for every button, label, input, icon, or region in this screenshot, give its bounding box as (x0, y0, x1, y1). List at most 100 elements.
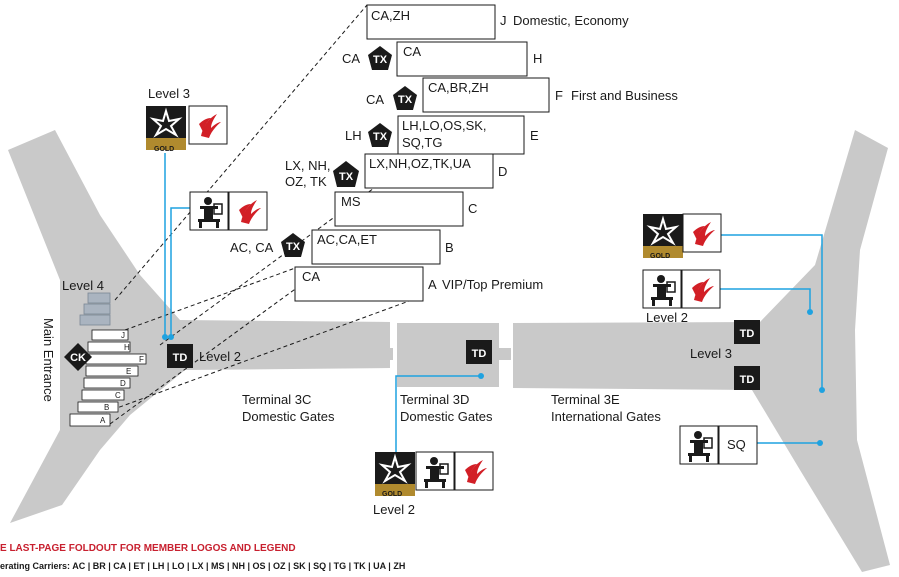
tx-icon-d: TX (333, 161, 359, 187)
air-china-logo-icon (681, 269, 721, 309)
row-d-carriers: LX,NH,OZ,TK,UA (369, 156, 471, 171)
row-a-letter: A (428, 277, 437, 292)
row-a-carriers: CA (302, 269, 320, 284)
svg-text:TX: TX (373, 131, 388, 143)
row-c-carriers: MS (341, 194, 361, 209)
t3d-level2-label: Level 2 (373, 502, 415, 517)
row-b-box (311, 229, 441, 265)
stack-rows: J H F E D C B A (69, 329, 147, 427)
svg-text:J: J (121, 331, 125, 340)
lounge-reading-icon (415, 451, 455, 491)
star-alliance-gold-icon (642, 213, 684, 259)
lounge-connectors (164, 153, 823, 452)
svg-text:GOLD: GOLD (650, 253, 670, 260)
t3c-name: Terminal 3C (242, 392, 311, 407)
t3e-level2-label: Level 2 (646, 310, 688, 325)
row-d-tx-label-2: OZ, TK (285, 174, 327, 189)
row-e-letter: E (530, 128, 539, 143)
star-alliance-gold-icon (145, 105, 187, 151)
row-h-letter: H (533, 51, 542, 66)
row-j-desc: Domestic, Economy (513, 13, 629, 28)
level4-label: Level 4 (62, 278, 104, 293)
svg-text:F: F (139, 355, 144, 364)
main-entrance-label: Main Entrance (41, 318, 56, 402)
svg-text:TD: TD (740, 328, 755, 340)
air-china-logo-icon (682, 213, 722, 253)
row-a-desc: VIP/Top Premium (442, 277, 543, 292)
t3e-level3-label: Level 3 (690, 346, 732, 361)
connector-3d-3e (499, 348, 511, 360)
footer-legend-note: E LAST-PAGE FOLDOUT FOR MEMBER LOGOS AND… (0, 543, 296, 554)
t3d-name: Terminal 3D (400, 392, 469, 407)
row-d-box (364, 153, 494, 189)
row-b-letter: B (445, 240, 454, 255)
t3c-desc: Domestic Gates (242, 409, 335, 424)
row-d-tx-label-1: LX, NH, (285, 158, 331, 173)
t3e-desc: International Gates (551, 409, 661, 424)
svg-text:CK: CK (70, 352, 86, 364)
row-f-tx-label: CA (366, 92, 384, 107)
t3c-gold-text: GOLD (154, 146, 174, 153)
svg-text:TX: TX (339, 171, 354, 183)
checkin-stack: Level 4 J H F E D C B A CK Main Entrance (41, 278, 147, 427)
row-j-letter: J (500, 13, 507, 28)
svg-text:A: A (100, 416, 106, 425)
tx-icon-e: TX (368, 123, 392, 147)
checkin-rows: CA,ZH J Domestic, Economy CA H CA CA,BR,… (230, 4, 678, 302)
t3e-name: Terminal 3E (551, 392, 620, 407)
svg-text:B: B (104, 403, 109, 412)
terminal-3e-building (513, 130, 890, 572)
row-h-box (396, 41, 528, 77)
row-e-tx-label: LH (345, 128, 362, 143)
tx-icon-b: TX (281, 233, 305, 257)
svg-text:D: D (120, 379, 126, 388)
star-alliance-gold-icon (374, 451, 416, 497)
svg-text:TD: TD (173, 352, 188, 364)
svg-text:GOLD: GOLD (382, 491, 402, 498)
row-h-tx-label: CA (342, 51, 360, 66)
footer-carriers: erating Carriers: AC | BR | CA | ET | LH… (0, 561, 405, 571)
row-c-box (334, 191, 464, 227)
lounge-reading-icon (679, 425, 719, 465)
row-f-letter: F (555, 88, 563, 103)
tx-icon-h: TX (368, 46, 392, 70)
connector-dots (162, 309, 825, 446)
row-e-carriers-line1: LH,LO,OS,SK, (402, 118, 487, 133)
row-b-carriers: AC,CA,ET (317, 232, 377, 247)
row-a-box (294, 266, 424, 302)
terminal-3c-building (8, 130, 390, 523)
t3d-desc: Domestic Gates (400, 409, 493, 424)
sq-lounge-label: SQ (727, 437, 746, 452)
lounge-reading-icon (642, 269, 682, 309)
row-b-tx-label: AC, CA (230, 240, 274, 255)
footer: E LAST-PAGE FOLDOUT FOR MEMBER LOGOS AND… (0, 543, 405, 571)
row-f-desc: First and Business (571, 88, 678, 103)
air-china-logo-icon (228, 191, 268, 231)
svg-text:TX: TX (286, 241, 301, 253)
air-china-logo-icon (188, 105, 228, 145)
t3d-lounges: GOLD Level 2 (373, 451, 494, 517)
lounge-reading-icon (189, 191, 229, 231)
row-e-carriers-line2: SQ,TG (402, 135, 442, 150)
row-d-letter: D (498, 164, 507, 179)
svg-text:E: E (126, 367, 131, 376)
air-china-logo-icon (454, 451, 494, 491)
td-badges: TD Level 2 TD TD TD (167, 320, 760, 390)
row-j-carriers: CA,ZH (371, 8, 410, 23)
terminal-labels: Terminal 3C Domestic Gates Terminal 3D D… (242, 346, 732, 424)
row-f-box (422, 77, 550, 113)
t3c-level3-label: Level 3 (148, 86, 190, 101)
svg-text:TX: TX (398, 94, 413, 106)
svg-text:TX: TX (373, 54, 388, 66)
t3c-lounges: Level 3 GOLD (145, 86, 268, 231)
svg-text:TD: TD (740, 374, 755, 386)
svg-text:C: C (115, 391, 121, 400)
row-e-box (397, 115, 525, 155)
connector-3c-3d (383, 348, 393, 360)
svg-text:TD: TD (472, 348, 487, 360)
tx-icon-f: TX (393, 86, 417, 110)
row-h-carriers: CA (403, 44, 421, 59)
t3c-level2-label: Level 2 (199, 349, 241, 364)
svg-text:H: H (124, 343, 130, 352)
